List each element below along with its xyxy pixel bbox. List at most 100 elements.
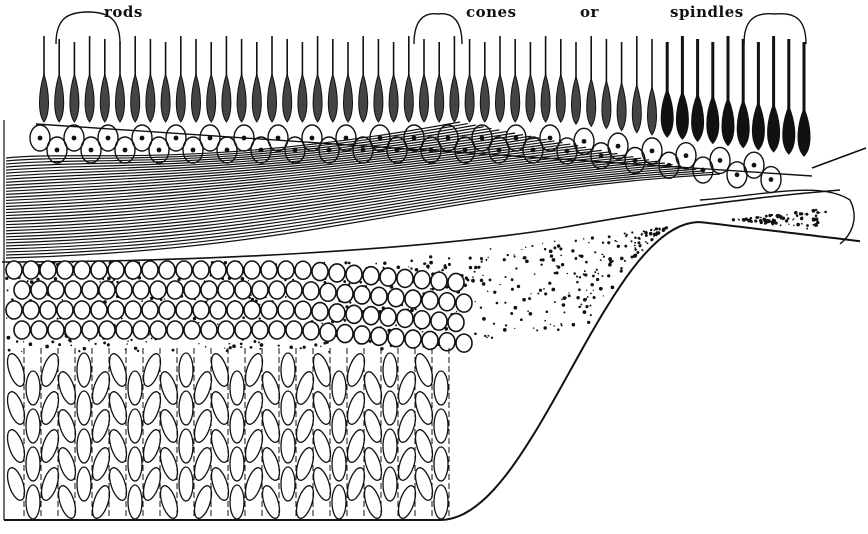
granule <box>772 220 774 222</box>
inner-nucleus <box>31 281 47 299</box>
granule <box>617 245 620 248</box>
nucleus <box>89 148 94 153</box>
inner-nucleus <box>218 321 234 339</box>
granule <box>573 272 576 275</box>
cone-body <box>450 74 459 122</box>
granule <box>634 248 637 251</box>
inner-nucleus <box>439 333 455 351</box>
inner-nucleus <box>176 301 192 319</box>
nucleus <box>310 136 315 141</box>
granule <box>486 337 488 339</box>
granule <box>772 223 774 225</box>
cone-body <box>268 74 277 122</box>
granule <box>99 281 101 283</box>
inner-nucleus <box>320 323 336 341</box>
nucleus <box>548 136 553 141</box>
granule <box>522 298 526 302</box>
elongated-cell <box>332 371 346 405</box>
inner-nucleus <box>235 281 251 299</box>
cone-body <box>222 74 231 122</box>
granule <box>624 260 626 262</box>
granule <box>796 214 799 217</box>
granule <box>551 288 555 292</box>
elongated-cell <box>77 353 91 387</box>
granule <box>774 221 777 224</box>
granule <box>815 209 817 211</box>
inner-nucleus <box>380 268 396 286</box>
inner-nucleus <box>176 261 192 279</box>
granule <box>241 277 245 281</box>
elongated-cell <box>128 485 142 519</box>
cone-body <box>435 74 444 122</box>
inner-nucleus <box>150 281 166 299</box>
granule <box>94 343 96 345</box>
nucleus <box>582 139 587 144</box>
inner-nucleus <box>312 263 328 281</box>
granule <box>29 342 33 346</box>
granule <box>472 276 474 278</box>
nerve-fiber-layer <box>2 122 840 262</box>
granule <box>487 291 489 293</box>
granule <box>584 270 586 272</box>
cone-body <box>404 74 413 122</box>
inner-nucleus <box>40 261 56 279</box>
granule <box>289 346 293 350</box>
inner-nucleus <box>201 281 217 299</box>
granule <box>480 307 482 309</box>
granule <box>51 340 54 343</box>
inner-nucleus <box>65 281 81 299</box>
granule <box>575 240 577 242</box>
granule <box>536 329 538 331</box>
granule <box>514 306 518 310</box>
inner-nucleus <box>142 261 158 279</box>
granule <box>164 298 165 299</box>
inner-nucleus <box>201 321 217 339</box>
granule <box>504 276 506 278</box>
granule <box>596 269 598 271</box>
inner-nucleus <box>448 273 464 291</box>
inner-nucleus <box>329 264 345 282</box>
granule <box>16 340 19 343</box>
inner-nucleus <box>133 281 149 299</box>
granule <box>528 297 531 300</box>
granule <box>469 266 472 269</box>
inner-nucleus <box>167 321 183 339</box>
granule <box>537 293 539 295</box>
granule <box>549 249 553 253</box>
inner-nucleus <box>108 301 124 319</box>
granule <box>544 248 547 251</box>
granule <box>259 348 261 350</box>
granule <box>127 340 129 342</box>
granule <box>776 215 779 218</box>
granule <box>585 261 588 264</box>
granule <box>343 280 346 283</box>
granule <box>806 228 808 230</box>
inner-nucleus <box>193 301 209 319</box>
cone-body <box>161 74 170 122</box>
granule <box>656 232 659 235</box>
elongated-cell <box>332 447 346 481</box>
granule <box>550 254 553 257</box>
inner-nucleus <box>286 321 302 339</box>
granule <box>481 261 483 263</box>
granule <box>561 324 563 326</box>
granule <box>456 311 457 312</box>
inner-nucleus <box>31 321 47 339</box>
granule <box>765 219 768 222</box>
granule <box>554 272 557 275</box>
cone-body <box>85 74 94 122</box>
granule <box>801 223 803 225</box>
granule <box>493 291 496 294</box>
inner-nucleus <box>125 261 141 279</box>
granule <box>655 227 658 230</box>
granule <box>515 267 517 269</box>
granule <box>645 241 647 243</box>
granule <box>429 261 433 265</box>
inner-nucleus <box>167 281 183 299</box>
granule <box>591 236 594 239</box>
granule <box>587 296 589 298</box>
inner-nucleus <box>142 301 158 319</box>
elongated-cell <box>383 429 397 463</box>
inner-nucleus <box>456 294 472 312</box>
